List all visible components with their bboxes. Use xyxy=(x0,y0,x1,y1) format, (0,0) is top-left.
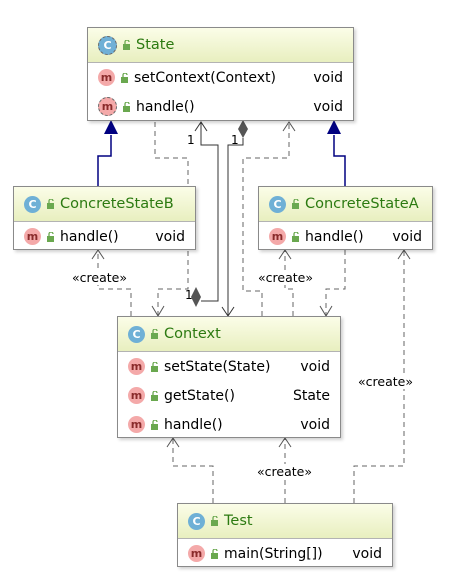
multiplicity-label: 1 xyxy=(187,133,195,147)
method-return-type: void xyxy=(300,416,330,433)
unlocked-icon xyxy=(211,516,218,526)
class-icon: C xyxy=(128,325,145,343)
class-header[interactable]: C Context xyxy=(118,317,340,352)
class-name: State xyxy=(136,37,175,53)
method-icon: m xyxy=(128,416,145,433)
method-return-type: void xyxy=(155,228,185,245)
method-row[interactable]: m setState(State) void xyxy=(118,352,340,381)
class-name: ConcreteStateA xyxy=(305,196,419,212)
unlocked-icon xyxy=(121,72,128,83)
method-row[interactable]: m handle() void xyxy=(14,222,195,251)
unlocked-icon xyxy=(151,361,158,372)
class-name: ConcreteStateB xyxy=(60,196,174,212)
dependency-context-state-left xyxy=(154,122,189,316)
unlocked-icon xyxy=(123,40,130,50)
method-icon: m xyxy=(98,69,115,86)
inheritance-arrowhead-a xyxy=(327,120,341,134)
inheritance-arrowhead-b xyxy=(104,120,118,134)
class-concrete-state-b[interactable]: C ConcreteStateB m handle() void xyxy=(13,186,196,250)
class-icon: C xyxy=(24,195,41,213)
create-context-to-a xyxy=(284,250,294,316)
create-label: «create» xyxy=(258,270,313,285)
class-header[interactable]: C ConcreteStateB xyxy=(14,187,195,222)
inheritance-a-to-state xyxy=(333,135,346,186)
class-test[interactable]: C Test m main(String[]) void xyxy=(177,503,393,567)
runnable-class-icon: C xyxy=(188,512,205,530)
unlocked-icon xyxy=(292,199,299,209)
create-label: «create» xyxy=(72,270,127,285)
method-row[interactable]: m main(String[]) void xyxy=(178,539,392,568)
method-return-type: void xyxy=(352,545,382,562)
method-return-type: void xyxy=(300,358,330,375)
multiplicity-label: 1 xyxy=(231,133,239,147)
method-row[interactable]: m setContext(Context) void xyxy=(88,63,353,92)
method-icon: m xyxy=(128,387,145,404)
create-context-to-b xyxy=(97,250,132,316)
class-state[interactable]: C State m setContext(Context) void m han… xyxy=(87,27,354,121)
unlocked-icon xyxy=(123,101,130,112)
unlocked-icon xyxy=(151,329,158,339)
create-label: «create» xyxy=(257,464,312,479)
method-return-type: void xyxy=(392,228,422,245)
create-test-to-a xyxy=(353,250,405,503)
unlocked-icon xyxy=(47,231,54,242)
abstract-method-icon: m xyxy=(98,97,117,116)
method-return-type: void xyxy=(313,98,343,115)
method-row[interactable]: m handle() void xyxy=(118,410,340,439)
method-row[interactable]: m handle() void xyxy=(88,92,353,121)
composition-diamond-context xyxy=(191,287,201,307)
class-header[interactable]: C State xyxy=(88,28,353,63)
class-header[interactable]: C ConcreteStateA xyxy=(259,187,432,222)
class-concrete-state-a[interactable]: C ConcreteStateA m handle() void xyxy=(258,186,433,250)
method-row[interactable]: m getState() State xyxy=(118,381,340,410)
create-label: «create» xyxy=(358,374,413,389)
association-state-context-2 xyxy=(227,138,244,316)
inheritance-b-to-state xyxy=(97,135,112,186)
static-method-icon: m xyxy=(188,545,205,562)
method-name: main(String[]) xyxy=(224,545,323,562)
method-icon: m xyxy=(24,228,41,245)
class-name: Context xyxy=(164,326,221,342)
class-name: Test xyxy=(224,513,253,529)
unlocked-icon xyxy=(211,548,218,559)
method-name: handle() xyxy=(305,228,364,245)
class-context[interactable]: C Context m setState(State) void m getSt… xyxy=(117,316,341,438)
method-name: setContext(Context) xyxy=(134,69,277,86)
class-icon: C xyxy=(269,195,286,213)
dependency-a-to-context xyxy=(325,250,346,316)
abstract-class-icon: C xyxy=(98,35,117,55)
method-row[interactable]: m handle() void xyxy=(259,222,432,251)
unlocked-icon xyxy=(292,231,299,242)
unlocked-icon xyxy=(151,419,158,430)
method-name: setState(State) xyxy=(164,358,271,375)
multiplicity-label: 1 xyxy=(185,288,193,302)
unlocked-icon xyxy=(151,390,158,401)
association-state-context-1 xyxy=(200,122,219,302)
unlocked-icon xyxy=(47,199,54,209)
method-name: getState() xyxy=(164,387,235,404)
dependency-context-state-right xyxy=(242,122,290,316)
class-header[interactable]: C Test xyxy=(178,504,392,539)
composition-diamond-state xyxy=(238,120,248,138)
dependency-test-to-context xyxy=(172,438,214,503)
method-icon: m xyxy=(128,358,145,375)
method-name: handle() xyxy=(164,416,223,433)
method-name: handle() xyxy=(136,98,195,115)
method-name: handle() xyxy=(60,228,119,245)
method-icon: m xyxy=(269,228,286,245)
method-return-type: void xyxy=(313,69,343,86)
method-return-type: State xyxy=(292,387,330,404)
